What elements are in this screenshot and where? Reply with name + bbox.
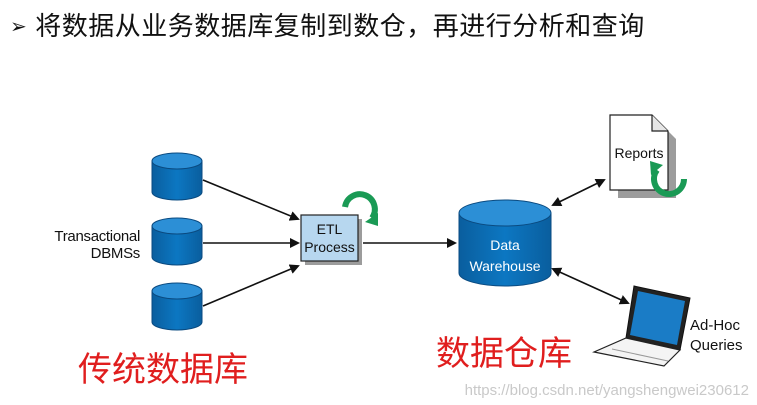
arrow-db1-to-etl (202, 179, 300, 221)
reports-refresh-cycle-icon (650, 161, 687, 197)
caption-traditional-db: 传统数据库 (78, 350, 248, 390)
page-title: ➢ 将数据从业务数据库复制到数仓，再进行分析和查询 (10, 6, 645, 43)
dw-label-line1: Data (490, 237, 520, 253)
caption-data-warehouse: 数据仓库 (436, 334, 572, 374)
source-db-2-icon (151, 217, 203, 266)
dw-label-line2: Warehouse (469, 258, 540, 274)
arrow-warehouse-adhoc (551, 267, 630, 305)
bullet-arrow-icon: ➢ (10, 14, 28, 38)
source-label-line1: Transactional (54, 228, 140, 245)
source-db-3-icon (151, 282, 203, 331)
arrow-warehouse-reports (551, 179, 606, 206)
source-db-1-icon (151, 152, 203, 201)
transactional-dbms-label: Transactional DBMSs (40, 228, 140, 262)
arrow-db3-to-etl (202, 264, 300, 307)
title-text: 将数据从业务数据库复制到数仓，再进行分析和查询 (35, 12, 645, 42)
etl-process-box: ETL Process (300, 214, 362, 265)
data-warehouse-icon: Data Warehouse (458, 199, 552, 287)
adhoc-label-line2: Queries (690, 337, 743, 354)
laptop-icon (592, 285, 691, 367)
etl-refresh-cycle-icon (342, 191, 378, 226)
etl-label-line2: Process (304, 239, 355, 255)
watermark-url: https://blog.csdn.net/yangshengwei230612 (464, 382, 749, 399)
source-label-line2: DBMSs (90, 245, 141, 262)
adhoc-label-line1: Ad-Hoc (690, 317, 741, 334)
reports-document-icon: Reports (609, 114, 676, 198)
etl-label-line1: ETL (317, 221, 343, 237)
reports-label: Reports (614, 145, 663, 161)
